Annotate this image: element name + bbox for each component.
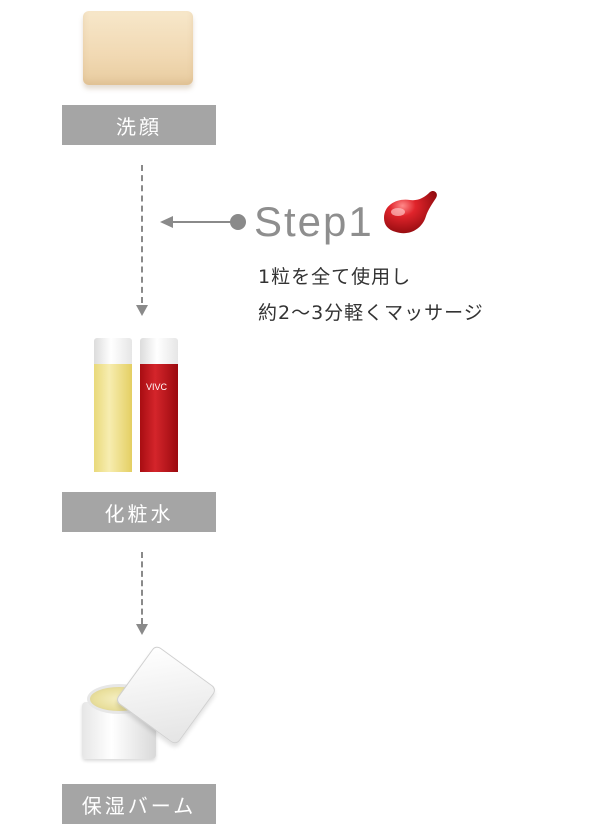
step-label-cleansing: 洗顔: [62, 105, 216, 145]
connector-line-2: [141, 552, 143, 624]
arrow-down-icon: [136, 624, 148, 635]
step-label-lotion: 化粧水: [62, 492, 216, 532]
step1-title: Step1: [254, 198, 374, 245]
pointer-dot: [230, 214, 246, 230]
red-bottle-logo: VIVC: [146, 382, 168, 392]
step-label-lotion-text: 化粧水: [104, 501, 174, 526]
step-label-balm-text: 保湿バーム: [81, 793, 197, 818]
step-label-balm: 保湿バーム: [62, 784, 216, 824]
step1-instruction-line1: 1粒を全て使用し: [258, 266, 412, 288]
step1-instruction-line2: 約2〜3分軽くマッサージ: [258, 302, 484, 324]
arrow-left-icon: [160, 216, 173, 228]
connector-line-1: [141, 165, 143, 303]
soap-image: [83, 11, 193, 85]
arrow-down-icon: [136, 305, 148, 316]
red-capsule-icon: [384, 190, 437, 234]
pointer-line: [172, 221, 238, 223]
step-label-cleansing-text: 洗顔: [116, 114, 162, 139]
